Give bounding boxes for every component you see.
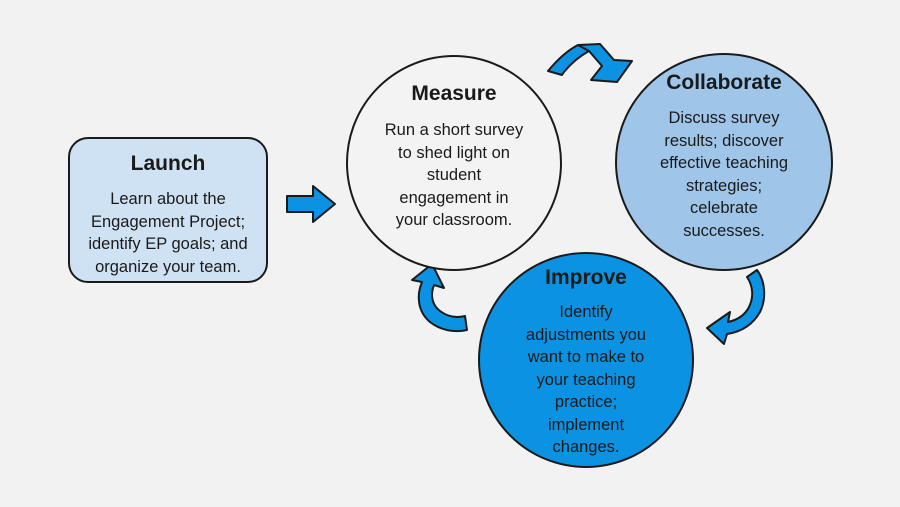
collaborate-description: Discuss survey results; discover effecti… <box>660 107 788 242</box>
launch-title: Launch <box>130 152 206 175</box>
launch-line: identify EP goals; and <box>88 235 248 253</box>
arrow-collaborate-to-improve <box>706 269 766 345</box>
launch-line: Engagement Project; <box>90 212 246 231</box>
improve-description: Identify adjustments you want to make to… <box>526 301 646 459</box>
improve-line: adjustments you <box>525 325 647 344</box>
collaborate-circle: Collaborate Discuss survey results; disc… <box>615 53 833 271</box>
measure-title: Measure <box>411 82 497 105</box>
collaborate-line: successes. <box>683 221 765 240</box>
measure-line: Run a short survey <box>384 121 524 139</box>
launch-line: organize your team. <box>95 257 241 276</box>
collaborate-line: Discuss survey <box>668 109 780 127</box>
arrow-measure-to-collaborate <box>547 43 633 83</box>
improve-circle: Improve Identify adjustments you want to… <box>478 252 694 468</box>
launch-box: Launch Learn about the Engagement Projec… <box>68 137 268 283</box>
improve-line: implement <box>547 415 625 434</box>
improve-line: want to make to <box>527 348 645 366</box>
arrow-improve-to-measure <box>411 263 468 333</box>
measure-line: student <box>426 166 482 184</box>
improve-line: your teaching <box>536 370 636 389</box>
measure-line: your classroom. <box>395 211 513 229</box>
measure-line: engagement in <box>399 188 509 207</box>
launch-description: Learn about the Engagement Project; iden… <box>88 188 247 278</box>
measure-description: Run a short survey to shed light on stud… <box>385 119 523 232</box>
collaborate-title: Collaborate <box>666 71 782 94</box>
arrow-launch-to-measure <box>286 185 336 223</box>
launch-line: Learn about the <box>110 190 226 208</box>
collaborate-line: strategies; <box>685 176 763 195</box>
collaborate-line: effective teaching <box>659 154 789 172</box>
improve-line: Identify <box>559 303 613 321</box>
improve-title: Improve <box>545 266 627 289</box>
collaborate-line: celebrate <box>690 199 758 217</box>
improve-line: practice; <box>554 393 618 411</box>
measure-circle: Measure Run a short survey to shed light… <box>346 55 562 271</box>
improve-line: changes. <box>552 438 620 456</box>
measure-line: to shed light on <box>398 143 510 162</box>
collaborate-line: results; discover <box>664 131 784 150</box>
